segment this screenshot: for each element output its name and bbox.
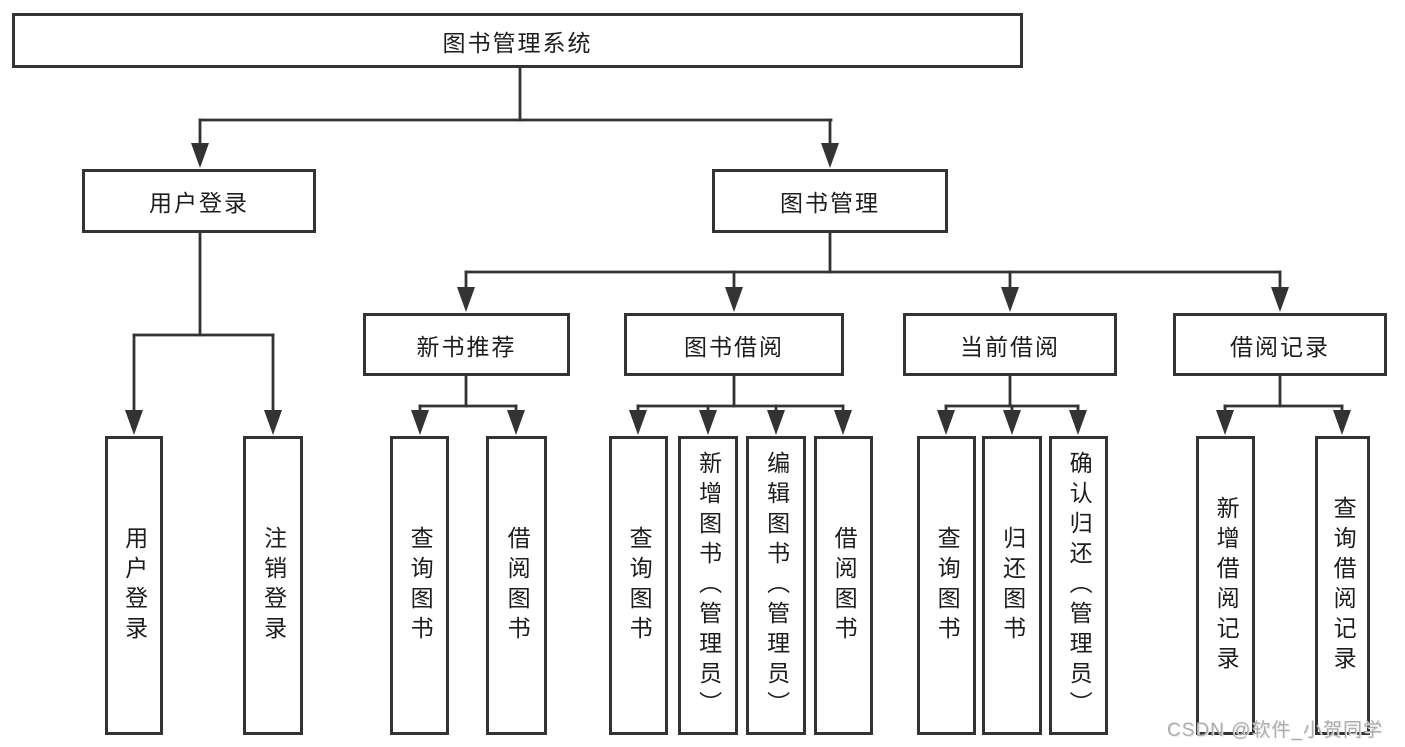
node-label: 查询图书 <box>407 525 434 646</box>
node-label: 借阅图书 <box>831 525 858 646</box>
node-label: 新书推荐 <box>416 333 517 360</box>
connector-mgmt-to-level3 <box>457 231 1289 312</box>
leaf-borrow-books: 借阅图书 <box>486 436 547 735</box>
leaf-add-borrow-record: 新增借阅记录 <box>1196 436 1255 735</box>
node-new-book-recommend: 新书推荐 <box>363 313 570 376</box>
node-label: 确认归还（管理员） <box>1066 450 1093 721</box>
connector-newbook-to-children <box>411 374 525 435</box>
node-user-login: 用户登录 <box>82 169 316 233</box>
node-label: 编辑图书（管理员） <box>763 450 790 721</box>
connector-login-to-children <box>125 231 282 435</box>
node-label: 当前借阅 <box>960 333 1060 360</box>
connector-root-to-level2 <box>191 64 839 168</box>
leaf-edit-books-admin: 编辑图书（管理员） <box>746 436 806 735</box>
leaf-query-books: 查询图书 <box>390 436 449 735</box>
leaf-query-borrow-record: 查询借阅记录 <box>1315 436 1370 735</box>
node-label: 图书借阅 <box>684 333 784 360</box>
node-book-management: 图书管理 <box>712 169 948 233</box>
node-label: 用户登录 <box>149 190 249 216</box>
leaf-query-books: 查询图书 <box>609 436 668 735</box>
leaf-logout: 注销登录 <box>243 436 303 735</box>
node-label: 注销登录 <box>260 525 287 646</box>
node-label: 图书管理系统 <box>442 29 593 56</box>
node-label: 查询图书 <box>934 525 961 646</box>
connector-borrow-to-children <box>629 374 852 435</box>
node-book-borrowing: 图书借阅 <box>624 313 844 376</box>
node-label: 归还图书 <box>999 525 1026 646</box>
node-label: 借阅图书 <box>504 525 531 646</box>
node-label: 用户登录 <box>121 525 148 646</box>
node-borrowing-records: 借阅记录 <box>1173 313 1387 376</box>
connector-records-to-children <box>1216 374 1351 435</box>
leaf-confirm-return-admin: 确认归还（管理员） <box>1049 436 1108 735</box>
node-current-borrowing: 当前借阅 <box>903 313 1117 376</box>
leaf-borrow-books: 借阅图书 <box>814 436 873 735</box>
leaf-query-books: 查询图书 <box>917 436 976 735</box>
node-label: 借阅记录 <box>1230 333 1330 360</box>
node-label: 新增借阅记录 <box>1213 495 1240 676</box>
node-library-system: 图书管理系统 <box>12 13 1023 68</box>
connector-current-to-children <box>937 374 1087 435</box>
node-label: 图书管理 <box>780 190 880 216</box>
node-label: 查询图书 <box>626 525 653 646</box>
leaf-user-login: 用户登录 <box>105 436 163 735</box>
node-label: 查询借阅记录 <box>1330 495 1357 676</box>
node-label: 新增图书（管理员） <box>695 450 722 721</box>
leaf-return-books: 归还图书 <box>982 436 1042 735</box>
leaf-add-books-admin: 新增图书（管理员） <box>678 436 738 735</box>
